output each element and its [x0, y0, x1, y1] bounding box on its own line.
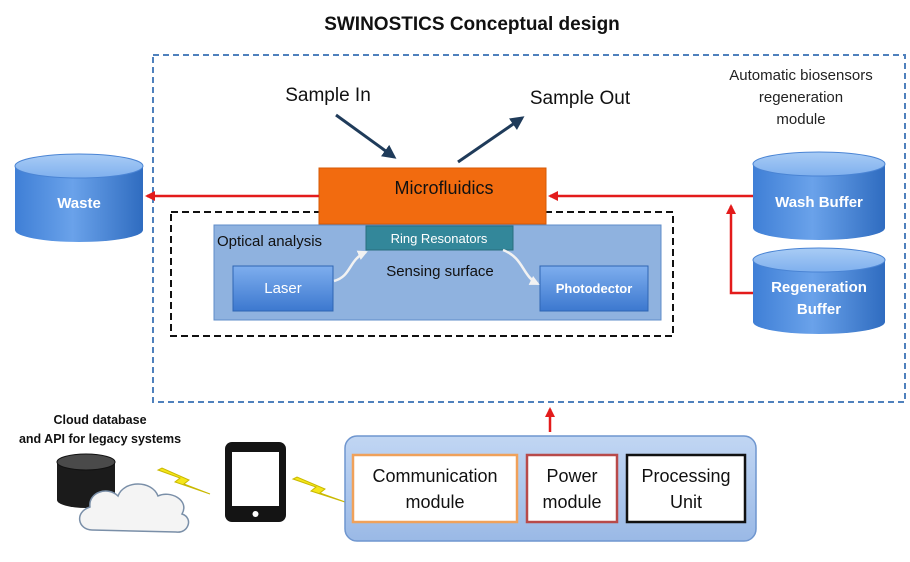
sensing-surface-label: Sensing surface: [386, 263, 494, 280]
lightning-bolt-icon: [291, 476, 349, 504]
processing-unit-label: Processing Unit: [641, 465, 731, 512]
laser-box: [232, 265, 334, 312]
sample-in-arrow: [335, 113, 397, 159]
ring-resonators-label: Ring Resonators: [391, 231, 488, 246]
laser-to-ring-arrow: [333, 250, 368, 283]
system-boundary: [152, 54, 906, 403]
laser-label: Laser: [264, 280, 302, 297]
microfluidics-label: Microfluidics: [394, 178, 493, 198]
sample-in-label: Sample In: [285, 85, 371, 106]
communication-module-label: Communication module: [372, 465, 498, 512]
communication-module-box: [351, 453, 519, 524]
ring-resonators-box: [365, 225, 514, 251]
wash-buffer-cylinder: Wash Buffer: [752, 151, 886, 240]
lightning-bolt-icon: [156, 467, 211, 495]
sample-out-label: Sample Out: [530, 88, 631, 109]
regeneration-to-line-flow: [726, 204, 753, 295]
sample-out-arrow: [457, 116, 525, 164]
diagram-title: SWINOSTICS Conceptual design: [324, 14, 620, 35]
processing-unit-box: [625, 453, 747, 524]
optical-frame: [170, 211, 674, 337]
waste-cylinder: Waste: [14, 153, 144, 242]
power-module-box: [525, 453, 619, 524]
wash-buffer-label: Wash Buffer: [775, 194, 863, 211]
power-module-label: Power module: [542, 465, 602, 512]
photodetector-box: [539, 265, 649, 312]
photodetector-label: Photodector: [556, 281, 633, 296]
ring-to-photodetector-arrow: [502, 248, 540, 286]
cloud-icon: [79, 483, 190, 533]
tablet-icon: [225, 442, 286, 522]
optical-analysis-label: Optical analysis: [217, 233, 322, 250]
waste-label: Waste: [57, 195, 101, 212]
